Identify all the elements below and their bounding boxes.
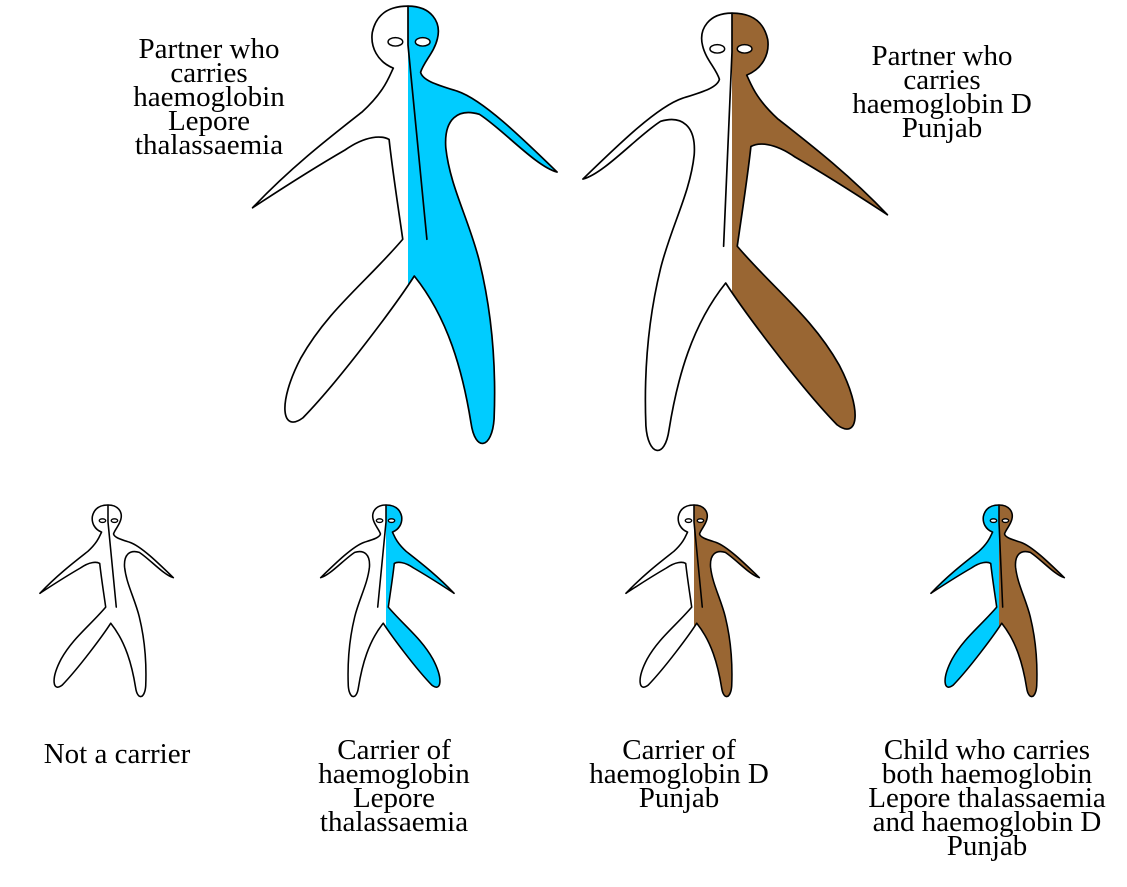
lepore-partner-left-eye [388,38,403,46]
child-both-carrier-figure [931,505,1064,697]
punjab-partner-right-eye [710,45,725,53]
lepore-partner-right-eye [415,38,430,46]
child-both-carrier-label: Child who carries both haemoglobin Lepor… [852,738,1122,858]
child-lepore-carrier-figure [321,505,454,697]
punjab-partner-label: Partner who carries haemoglobin D Punjab [834,44,1050,140]
label-line: thalassaemia [116,133,302,157]
child-punjab-carrier-label: Carrier of haemoglobin D Punjab [570,738,788,810]
label-line: Not a carrier [22,742,212,766]
child-lepore-carrier-label: Carrier of haemoglobin Lepore thalassaem… [296,738,492,834]
child-punjab-carrier-figure [626,505,759,697]
child-not-carrier-figure [40,505,173,697]
lepore-partner-label: Partner who carries haemoglobin Lepore t… [116,37,302,157]
label-line: thalassaemia [296,810,492,834]
punjab-partner-left-eye [737,45,752,53]
child-not-carrier-label: Not a carrier [22,742,212,766]
